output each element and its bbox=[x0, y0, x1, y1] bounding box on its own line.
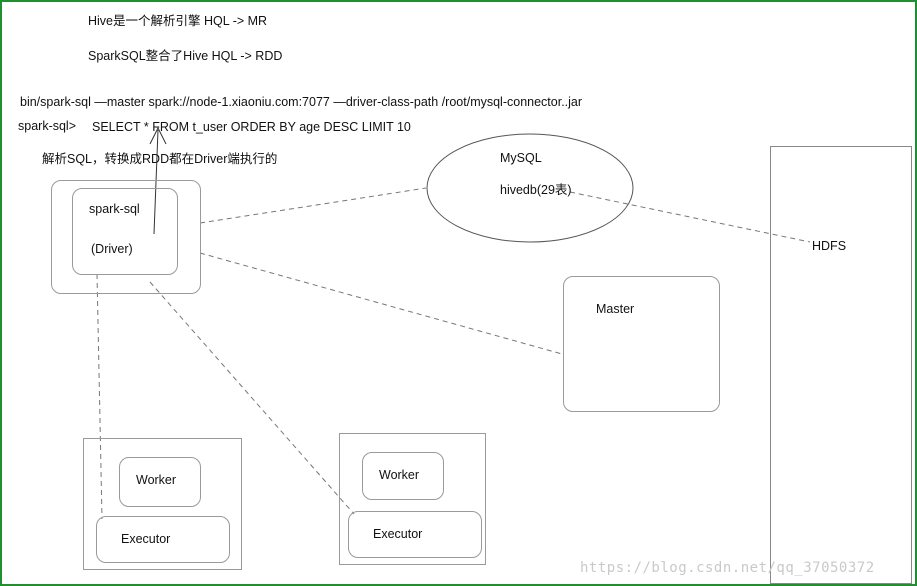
executor-label-2: Executor bbox=[373, 527, 423, 541]
parse-note: 解析SQL，转换成RDD都在Driver端执行的 bbox=[42, 152, 278, 166]
driver-mysql-link bbox=[199, 187, 427, 224]
watermark: https://blog.csdn.net/qq_37050372 bbox=[580, 560, 875, 576]
command-line: bin/spark-sql —master spark://node-1.xia… bbox=[20, 95, 583, 109]
hivedb-hdfs-link bbox=[569, 191, 811, 243]
sparksql-note: SparkSQL整合了Hive HQL -> RDD bbox=[88, 49, 283, 63]
driver-role: (Driver) bbox=[91, 242, 133, 256]
hdfs-label: HDFS bbox=[812, 239, 847, 253]
worker-box-2: Worker bbox=[362, 452, 444, 500]
arrowhead bbox=[149, 126, 167, 145]
spark-sql-driver-box: spark-sql (Driver) bbox=[72, 188, 178, 275]
executor-box-2: Executor bbox=[348, 511, 482, 558]
driver-executor1-link bbox=[96, 273, 103, 520]
sql-prompt: spark-sql> bbox=[18, 119, 77, 133]
driver-master-link bbox=[199, 252, 563, 355]
worker-box-1: Worker bbox=[119, 457, 201, 507]
worker-label-2: Worker bbox=[379, 468, 420, 482]
worker-label-1: Worker bbox=[136, 473, 177, 487]
driver-node: spark-sql (Driver) bbox=[51, 180, 201, 294]
driver-executor2-link bbox=[149, 281, 355, 515]
executor-box-1: Executor bbox=[96, 516, 230, 563]
hdfs-node bbox=[770, 146, 912, 584]
master-label: Master bbox=[596, 302, 635, 316]
worker-node-2: Worker Executor bbox=[339, 433, 486, 565]
driver-name: spark-sql bbox=[89, 202, 140, 216]
master-node: Master bbox=[563, 276, 720, 412]
driver-to-query-arrow bbox=[153, 129, 159, 235]
sql-query: SELECT * FROM t_user ORDER BY age DESC L… bbox=[92, 120, 411, 134]
mysql-label: MySQL bbox=[500, 151, 542, 165]
mysql-ellipse bbox=[426, 133, 634, 243]
worker-node-1: Worker Executor bbox=[83, 438, 242, 570]
hive-note: Hive是一个解析引擎 HQL -> MR bbox=[88, 14, 268, 28]
executor-label-1: Executor bbox=[121, 532, 171, 546]
hivedb-label: hivedb(29表) bbox=[500, 183, 572, 197]
